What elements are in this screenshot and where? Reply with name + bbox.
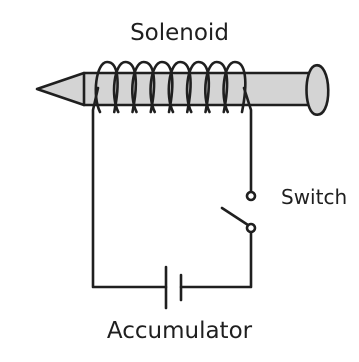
coil-turn	[112, 60, 138, 114]
wire-right-bottom	[179, 230, 253, 289]
solenoid-label: Solenoid	[130, 20, 229, 46]
coil-turn	[167, 60, 192, 114]
switch-contact-bottom	[245, 222, 257, 234]
accumulator-symbol	[164, 265, 183, 310]
accumulator-label: Accumulator	[106, 318, 253, 344]
switch-label: Switch	[281, 185, 348, 209]
switch-contact-top	[245, 190, 257, 202]
wire-right-top	[242, 86, 253, 194]
nail	[35, 64, 330, 116]
nail-shaft	[35, 71, 316, 107]
coil-turn	[185, 60, 211, 114]
switch-lever	[220, 206, 250, 227]
coil-turn	[131, 60, 156, 114]
nail-head	[305, 64, 330, 116]
circuit-wires	[91, 86, 253, 289]
wire-left	[91, 86, 168, 289]
coil-turn	[149, 60, 174, 114]
coil-turn	[204, 60, 229, 114]
switch	[220, 190, 257, 234]
